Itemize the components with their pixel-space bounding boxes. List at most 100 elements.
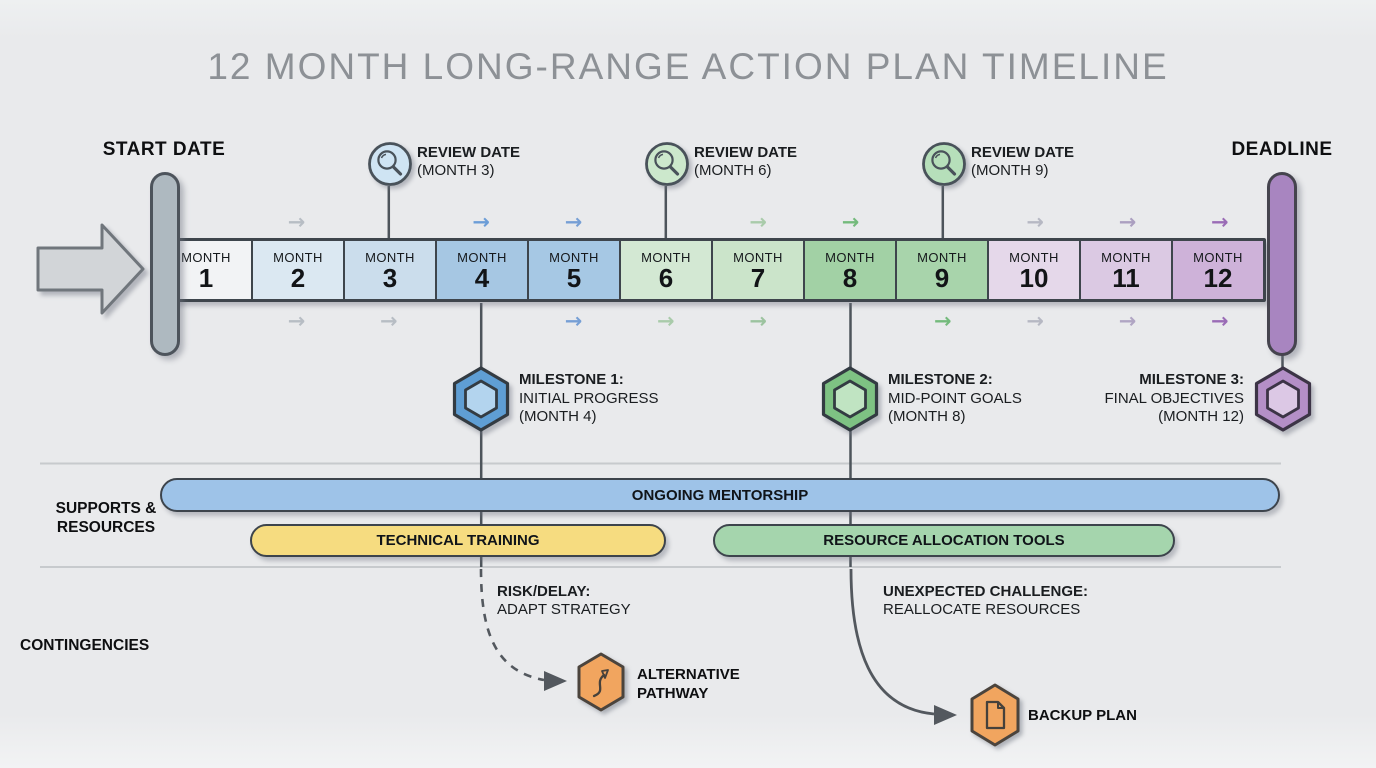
flow-arrow-icon: → bbox=[1118, 210, 1137, 234]
start-date-marker bbox=[150, 172, 180, 356]
month-word: MONTH bbox=[917, 250, 967, 265]
milestone-desc: FINAL OBJECTIVES bbox=[1104, 389, 1244, 407]
month-word: MONTH bbox=[733, 250, 783, 265]
review-title: REVIEW DATE bbox=[417, 144, 521, 161]
review-subtitle: (MONTH 3) bbox=[417, 162, 495, 179]
review-label-month3: REVIEW DATE(MONTH 3) bbox=[417, 144, 520, 180]
month-word: MONTH bbox=[273, 250, 323, 265]
review-title: REVIEW DATE bbox=[694, 144, 798, 161]
magnifier-icon bbox=[645, 142, 689, 186]
review-label-month9: REVIEW DATE(MONTH 9) bbox=[971, 144, 1074, 180]
milestone-title: MILESTONE 1: bbox=[519, 371, 624, 388]
magnifier-icon bbox=[368, 142, 412, 186]
month-number: 5 bbox=[566, 263, 582, 293]
document-icon bbox=[985, 700, 1006, 730]
page-title: 12 MONTH LONG-RANGE ACTION PLAN TIMELINE bbox=[207, 46, 1169, 87]
backup-plan-label: BACKUP PLAN bbox=[1028, 707, 1137, 724]
flow-arrow-icon: → bbox=[1211, 210, 1229, 234]
month-word: MONTH bbox=[825, 250, 875, 265]
month-word: MONTH bbox=[1009, 250, 1059, 265]
contingency-desc: REALLOCATE RESOURCES bbox=[883, 601, 1081, 618]
flow-arrow-icon: → bbox=[1211, 309, 1229, 333]
technical-training-bar: TECHNICAL TRAINING bbox=[250, 524, 666, 557]
flow-arrow-icon: → bbox=[564, 210, 583, 234]
month-number: 11 bbox=[1112, 263, 1140, 293]
magnifier-icon bbox=[922, 142, 966, 186]
month-number: 3 bbox=[382, 263, 398, 293]
month-number: 4 bbox=[474, 263, 490, 293]
bar-label: RESOURCE ALLOCATION TOOLS bbox=[823, 532, 1065, 549]
review-marker-month3 bbox=[366, 140, 414, 193]
month-number: 1 bbox=[198, 263, 214, 293]
milestone1-label: MILESTONE 1:INITIAL PROGRESS(MONTH 4) bbox=[519, 371, 658, 427]
flow-arrow-icon: → bbox=[472, 210, 490, 234]
risk-delay-arrowhead-icon bbox=[544, 671, 567, 691]
month-number: 2 bbox=[290, 263, 306, 293]
backup-plan-hexagon bbox=[968, 680, 1022, 755]
flow-arrow-icon: → bbox=[934, 309, 952, 333]
challenge-arrowhead-icon bbox=[934, 705, 957, 725]
deadline-marker bbox=[1267, 172, 1297, 356]
flow-arrow-icon: → bbox=[564, 309, 583, 333]
start-arrow-icon bbox=[36, 223, 145, 315]
month-word: MONTH bbox=[365, 250, 415, 265]
flow-arrow-icon: → bbox=[380, 309, 398, 333]
flow-arrow-icon: → bbox=[1026, 309, 1044, 333]
flow-arrow-icon: → bbox=[1118, 309, 1137, 333]
milestone1-hexagon-icon bbox=[446, 361, 516, 442]
milestone-when: (MONTH 12) bbox=[1158, 408, 1244, 425]
milestone2-hexagon-icon bbox=[815, 361, 885, 442]
alternative-pathway-hexagon bbox=[575, 650, 627, 719]
flow-arrow-icon: → bbox=[287, 210, 306, 234]
contingency-title: UNEXPECTED CHALLENGE: bbox=[883, 583, 1089, 600]
month-number: 9 bbox=[934, 263, 950, 293]
resource-allocation-tools-bar: RESOURCE ALLOCATION TOOLS bbox=[713, 524, 1175, 557]
milestone-when: (MONTH 8) bbox=[888, 408, 966, 425]
unexpected-challenge-label: UNEXPECTED CHALLENGE:REALLOCATE RESOURCE… bbox=[883, 583, 1088, 619]
month-word: MONTH bbox=[181, 250, 231, 265]
flow-arrow-icon: → bbox=[287, 309, 306, 333]
milestone-desc: INITIAL PROGRESS bbox=[519, 389, 659, 407]
flow-arrow-icon: → bbox=[749, 309, 767, 333]
month-number: 7 bbox=[750, 263, 766, 293]
month-number: 12 bbox=[1203, 263, 1233, 293]
milestone-title: MILESTONE 2: bbox=[888, 371, 993, 388]
review-marker-month9 bbox=[920, 140, 968, 193]
ongoing-mentorship-bar: ONGOING MENTORSHIP bbox=[160, 478, 1280, 512]
milestone-desc: MID-POINT GOALS bbox=[888, 389, 1022, 407]
start-date-label: START DATE bbox=[102, 139, 226, 160]
review-subtitle: (MONTH 9) bbox=[971, 162, 1049, 179]
month-word: MONTH bbox=[1101, 250, 1151, 265]
month-number: 10 bbox=[1019, 263, 1049, 293]
bar-label: ONGOING MENTORSHIP bbox=[631, 486, 809, 504]
flow-arrow-icon: → bbox=[1026, 210, 1044, 234]
review-marker-month6 bbox=[643, 140, 691, 193]
contingencies-section-label: CONTINGENCIES bbox=[20, 637, 150, 654]
milestone3-hexagon-icon bbox=[1248, 361, 1318, 442]
month-word: MONTH bbox=[549, 250, 599, 265]
review-title: REVIEW DATE bbox=[971, 144, 1075, 161]
supports-section-label: SUPPORTS &RESOURCES bbox=[36, 499, 176, 537]
risk-delay-label: RISK/DELAY:ADAPT STRATEGY bbox=[497, 583, 631, 619]
month-word: MONTH bbox=[641, 250, 691, 265]
flow-arrow-icon: → bbox=[749, 210, 767, 234]
supports-label-line2: RESOURCES bbox=[56, 519, 156, 536]
milestone-when: (MONTH 4) bbox=[519, 408, 597, 425]
flow-arrow-icon: → bbox=[841, 210, 860, 234]
target-label-line1: ALTERNATIVE bbox=[637, 666, 740, 683]
contingency-desc: ADAPT STRATEGY bbox=[497, 601, 631, 618]
contingency-title: RISK/DELAY: bbox=[497, 583, 591, 600]
month-number: 6 bbox=[658, 263, 674, 293]
